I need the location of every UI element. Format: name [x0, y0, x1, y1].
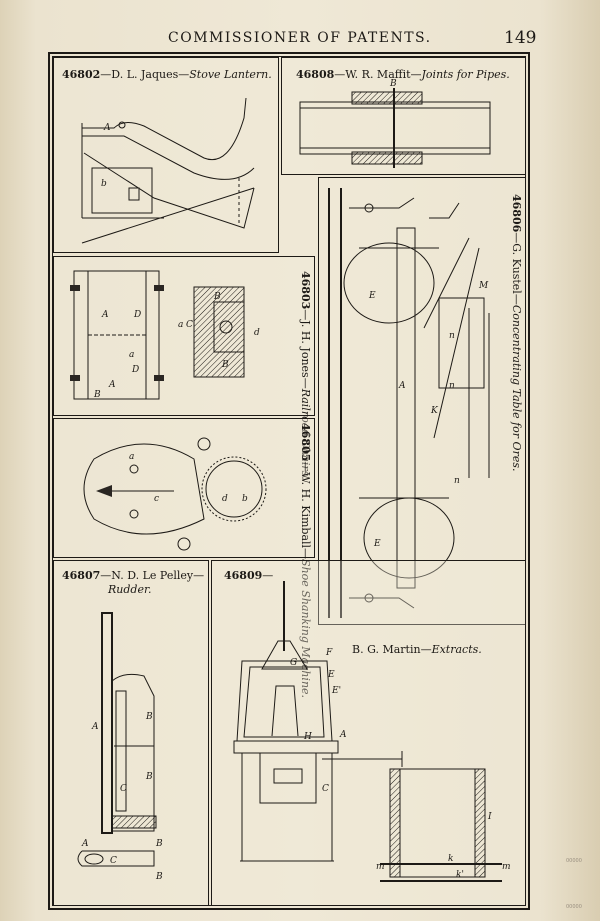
svg-text:A: A: [103, 123, 111, 133]
svg-text:D: D: [133, 310, 141, 320]
figure-46809: 46809— B. G. Martin—Extracts. F G: [211, 560, 526, 906]
svg-text:K: K: [430, 406, 439, 416]
svg-text:k': k': [456, 870, 464, 880]
drawing-concentrating-table: E A K E M n n n: [328, 188, 490, 618]
svg-text:d: d: [222, 494, 228, 504]
figure-46803: 46803—J. H. Jones—Railroad Chairs. A D a…: [53, 256, 315, 480]
svg-text:F: F: [325, 648, 333, 658]
svg-text:B: B: [221, 360, 229, 370]
svg-text:B: B: [93, 390, 101, 400]
svg-text:B: B: [145, 712, 153, 722]
drawing-shoe-shanking-machine: a c b d: [83, 437, 267, 551]
svg-text:m: m: [502, 862, 511, 872]
caption-46807: 46807—N. D. Le Pelley—: [62, 569, 205, 582]
caption-46802: 46802—D. L. Jaques—Stove Lantern.: [62, 68, 272, 81]
svg-text:E': E': [331, 686, 341, 696]
svg-text:A: A: [108, 380, 116, 390]
caption-46809: 46809—: [224, 569, 274, 582]
svg-text:A: A: [398, 381, 406, 391]
svg-text:B: B: [389, 79, 397, 89]
svg-text:I: I: [487, 812, 492, 822]
svg-text:B: B: [155, 839, 163, 849]
svg-text:B: B: [145, 772, 153, 782]
svg-text:B: B: [155, 872, 163, 882]
drawing-pipe-joint: B: [299, 79, 491, 168]
side-stamp-bottom: 00000: [566, 904, 582, 910]
svg-text:d: d: [254, 328, 260, 338]
svg-text:b: b: [101, 179, 107, 189]
caption-46809-title: B. G. Martin—Extracts.: [352, 643, 482, 656]
svg-text:n: n: [449, 331, 455, 341]
figure-46806: 46806—G. Kustel—Concentrating Table for …: [318, 177, 526, 625]
svg-text:A: A: [91, 722, 99, 732]
caption-46806: 46806—G. Kustel—Concentrating Table for …: [510, 194, 523, 472]
figure-46802: 46802—D. L. Jaques—Stove Lantern. A b: [53, 57, 279, 253]
svg-text:a: a: [178, 320, 183, 330]
drawing-railroad-chairs: A D a D A B a C d B B: [70, 270, 260, 400]
svg-text:C: C: [322, 784, 329, 794]
svg-text:A: A: [339, 730, 347, 740]
svg-text:A: A: [81, 839, 89, 849]
svg-text:m: m: [376, 862, 385, 872]
side-stamp-top: 00000: [566, 858, 582, 864]
drawing-stove-lantern: A b: [81, 97, 255, 244]
svg-text:C: C: [186, 320, 193, 330]
svg-text:n: n: [449, 381, 455, 391]
svg-text:B: B: [213, 292, 221, 302]
running-head: COMMISSIONER OF PATENTS.: [168, 30, 432, 46]
svg-text:E: E: [327, 670, 335, 680]
svg-text:G: G: [290, 658, 297, 668]
svg-text:E: E: [373, 539, 381, 549]
svg-text:D: D: [131, 365, 139, 375]
svg-text:E: E: [368, 291, 376, 301]
drawing-rudder: A B B C A B C B: [77, 612, 163, 882]
svg-text:a: a: [129, 452, 134, 462]
plate-border: [48, 52, 530, 910]
drawing-extracts-apparatus: F G E E' H A C I k k' m m: [233, 581, 511, 882]
figure-46805: 46805—W. H. Kimball—Shoe Shanking Machin…: [53, 418, 315, 698]
caption-46807-title: Rudder.: [108, 583, 152, 596]
svg-text:a: a: [129, 350, 134, 360]
figure-46808: 46808—W. R. Maffit—Joints for Pipes. B: [281, 57, 526, 175]
svg-text:M: M: [478, 281, 489, 291]
svg-text:n: n: [454, 476, 460, 486]
svg-text:C: C: [110, 856, 117, 866]
caption-46808: 46808—W. R. Maffit—Joints for Pipes.: [296, 68, 510, 81]
svg-text:A: A: [101, 310, 109, 320]
figure-46807: 46807—N. D. Le Pelley— Rudder. A B B C A…: [53, 560, 209, 906]
svg-text:k: k: [448, 854, 453, 864]
svg-text:C: C: [120, 784, 127, 794]
page-number: 149: [504, 28, 537, 48]
svg-text:H: H: [303, 732, 312, 742]
svg-text:b: b: [242, 494, 248, 504]
svg-text:c: c: [154, 494, 159, 504]
